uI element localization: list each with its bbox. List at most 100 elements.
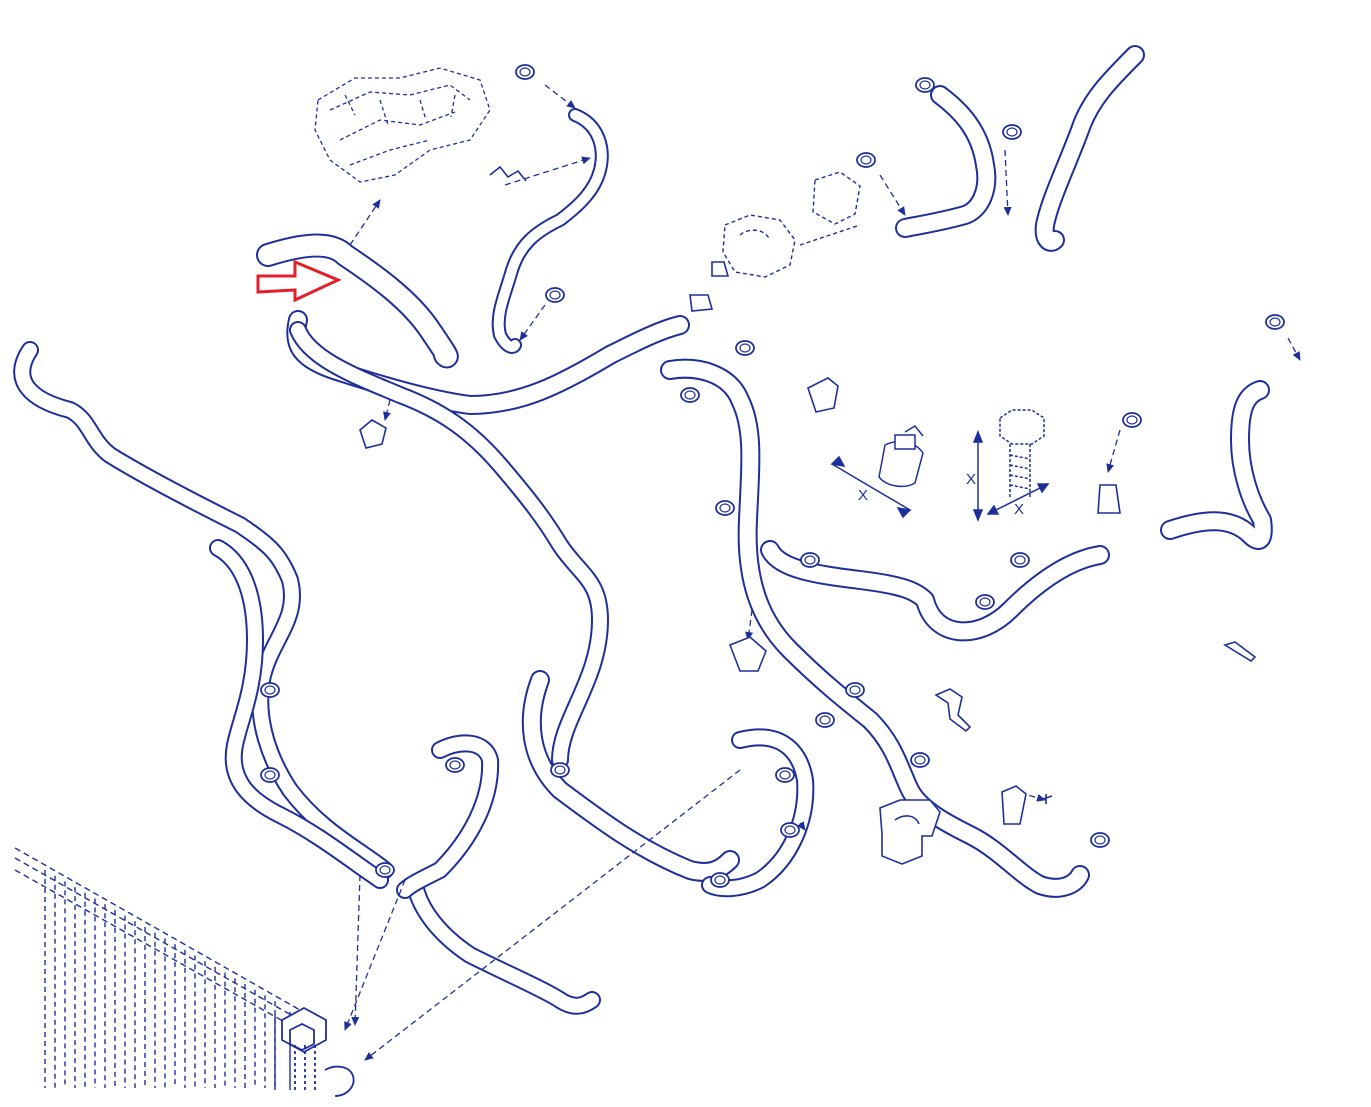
hose-clamp-inner xyxy=(1269,317,1281,327)
mid-heater-hose xyxy=(662,360,1088,896)
clamp-diameter-label: X xyxy=(858,487,868,504)
hose-clamp-inner xyxy=(449,760,461,770)
hose-clamp xyxy=(1265,314,1285,330)
hose-clamp-inner xyxy=(919,80,931,90)
hose-clamp-inner xyxy=(914,755,926,765)
hose-brackets xyxy=(359,165,1257,865)
main-coolant-hose xyxy=(288,312,688,413)
assembly-direction-arrows xyxy=(344,84,1301,1061)
hose-clamp xyxy=(1090,832,1110,848)
hose-clamp xyxy=(775,767,795,783)
hose-clamp xyxy=(715,500,735,516)
hose-clamp-inner xyxy=(979,597,991,607)
hose-clamp xyxy=(680,387,700,403)
assembly-arrow xyxy=(879,174,906,216)
right-heater-hose xyxy=(762,542,1108,640)
thermostat-housing xyxy=(722,171,861,278)
hose-clamp-inner xyxy=(554,765,566,775)
hose-clamp xyxy=(845,682,865,698)
hose-clamp xyxy=(445,757,465,773)
bolt-length-label: X xyxy=(966,471,976,488)
hose-clamp-inner xyxy=(1014,555,1026,565)
left-radiator-hose-outline xyxy=(13,341,394,879)
hose-clamp-inner xyxy=(779,770,791,780)
hose-clamp-inner xyxy=(804,555,816,565)
hose-clamp-inner xyxy=(719,503,731,513)
top-right-heater-hose xyxy=(897,87,995,236)
hose-clamp xyxy=(815,712,835,728)
hose-clamp-inner xyxy=(1006,127,1018,137)
assembly-arrow xyxy=(383,399,391,421)
hose-clamp-inner xyxy=(849,685,861,695)
vertical-right-hose xyxy=(1036,47,1143,250)
main-coolant-hose-outline xyxy=(286,310,690,415)
hose-clamp xyxy=(800,552,820,568)
hose-clamp xyxy=(710,872,730,888)
hose-clamp-inner xyxy=(784,825,796,835)
hose-clamp xyxy=(910,752,930,768)
hose-clamp-inner xyxy=(549,290,561,300)
hose-clamp-inner xyxy=(860,155,872,165)
radiator xyxy=(14,847,301,1090)
assembly-arrow xyxy=(745,609,754,641)
hose-clamp-inner xyxy=(379,865,391,875)
vertical-right-hose-outline xyxy=(1034,45,1145,252)
hose-clamp xyxy=(735,340,755,356)
assembly-arrow xyxy=(344,879,406,1031)
assembly-arrow xyxy=(1287,337,1301,361)
hose-clamp xyxy=(545,287,565,303)
clamp-dimension-detail: X xyxy=(830,425,924,519)
lower-branch-hose xyxy=(408,878,599,1013)
assembly-arrow xyxy=(544,84,576,109)
hose-clamp xyxy=(1122,412,1142,428)
coolant-pipe-upper-outline xyxy=(491,108,609,354)
hose-clamp xyxy=(856,152,876,168)
hose-clamp-inner xyxy=(264,770,276,780)
hose-clamp xyxy=(1010,552,1030,568)
radiator-fins xyxy=(44,870,276,1088)
assembly-arrow xyxy=(1106,429,1121,473)
hose-clamp xyxy=(915,77,935,93)
coolant-hoses xyxy=(13,45,1273,1015)
hose-clamp xyxy=(260,682,280,698)
hose-clamp xyxy=(975,594,995,610)
hose-clamp xyxy=(375,862,395,878)
assembly-arrow xyxy=(364,769,741,1061)
hose-clamp-inner xyxy=(1094,835,1106,845)
highlight-arrow-icon xyxy=(256,259,342,303)
hose-clamp-inner xyxy=(1126,415,1138,425)
hose-clamps xyxy=(260,64,1285,888)
hose-clamp xyxy=(550,762,570,778)
upper-radiator-hose xyxy=(258,235,457,367)
assembly-arrow xyxy=(797,821,806,831)
hose-clamp xyxy=(780,822,800,838)
hose-clamp-inner xyxy=(684,390,696,400)
assembly-arrow xyxy=(504,156,591,186)
left-loop-hose xyxy=(211,541,387,887)
expansion-tank-lower xyxy=(523,672,738,880)
heater-return-hose xyxy=(291,323,607,767)
hose-clamp-inner xyxy=(264,685,276,695)
assembly-arrow xyxy=(351,874,361,1026)
lower-branch-hose-outline xyxy=(406,876,601,1015)
assembly-arrow xyxy=(349,199,381,246)
hose-clamp-inner xyxy=(714,875,726,885)
hose-clamp xyxy=(260,767,280,783)
radiator-outlet-fitting xyxy=(281,1006,355,1097)
coolant-pipe-upper xyxy=(493,110,607,352)
engine-block-outline xyxy=(314,67,491,183)
hose-clamp-inner xyxy=(739,343,751,353)
hose-clamp xyxy=(515,64,535,80)
bolt-dimension-detail: X X xyxy=(966,409,1050,523)
lower-left-pipe xyxy=(398,736,498,897)
far-right-heater-hose xyxy=(1162,382,1271,548)
hose-clamp xyxy=(1002,124,1022,140)
hose-clamp-inner xyxy=(519,67,531,77)
hose-clamp-inner xyxy=(819,715,831,725)
left-radiator-hose xyxy=(15,343,392,877)
bolt-diameter-label: X xyxy=(1014,501,1024,518)
assembly-arrow xyxy=(1009,789,1046,802)
assembly-arrow xyxy=(519,304,546,341)
assembly-arrow xyxy=(1003,149,1012,216)
